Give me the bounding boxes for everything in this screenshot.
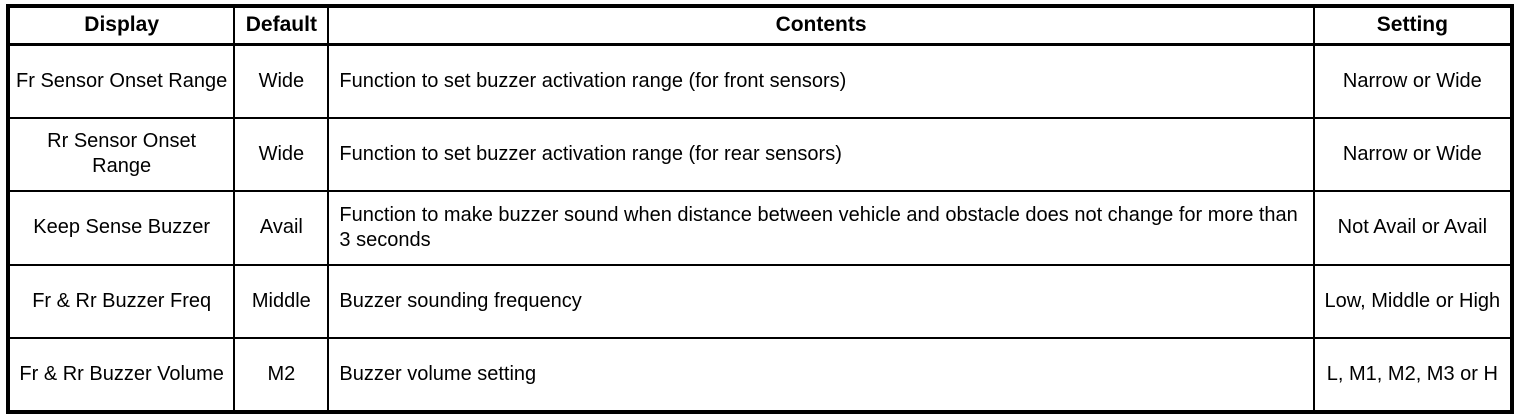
cell-setting: Narrow or Wide bbox=[1312, 43, 1514, 119]
cell-default: Wide bbox=[233, 116, 330, 193]
cell-setting: L, M1, M2, M3 or H bbox=[1312, 337, 1514, 413]
cell-default: Avail bbox=[233, 190, 330, 266]
settings-table: Display Default Contents Setting Fr Sens… bbox=[6, 4, 1514, 414]
cell-display: Fr Sensor Onset Range bbox=[6, 43, 236, 119]
cell-display: Rr Sensor Onset Range bbox=[6, 116, 236, 193]
cell-default: M2 bbox=[233, 337, 330, 413]
cell-setting: Not Avail or Avail bbox=[1312, 190, 1514, 266]
cell-default: Middle bbox=[233, 263, 330, 340]
cell-contents: Buzzer volume setting bbox=[327, 337, 1315, 413]
table-row: Fr & Rr Buzzer Freq Middle Buzzer soundi… bbox=[6, 263, 1514, 340]
table-row: Rr Sensor Onset Range Wide Function to s… bbox=[6, 116, 1514, 193]
cell-display: Keep Sense Buzzer bbox=[6, 190, 236, 266]
cell-display: Fr & Rr Buzzer Volume bbox=[6, 337, 236, 413]
table-row: Fr Sensor Onset Range Wide Function to s… bbox=[6, 43, 1514, 119]
cell-default: Wide bbox=[233, 43, 330, 119]
table-row: Fr & Rr Buzzer Volume M2 Buzzer volume s… bbox=[6, 337, 1514, 413]
cell-display: Fr & Rr Buzzer Freq bbox=[6, 263, 236, 340]
cell-setting: Narrow or Wide bbox=[1312, 116, 1514, 193]
cell-setting: Low, Middle or High bbox=[1312, 263, 1514, 340]
header-cell-default: Default bbox=[233, 5, 330, 46]
cell-contents: Function to set buzzer activation range … bbox=[327, 116, 1315, 193]
settings-table-body: Fr Sensor Onset Range Wide Function to s… bbox=[6, 43, 1514, 413]
cell-contents: Buzzer sounding frequency bbox=[327, 263, 1315, 340]
table-row: Keep Sense Buzzer Avail Function to make… bbox=[6, 190, 1514, 266]
header-cell-contents: Contents bbox=[327, 5, 1315, 46]
header-cell-display: Display bbox=[6, 5, 236, 46]
cell-contents: Function to set buzzer activation range … bbox=[327, 43, 1315, 119]
cell-contents: Function to make buzzer sound when dista… bbox=[327, 190, 1315, 266]
table-header-row: Display Default Contents Setting bbox=[6, 5, 1514, 46]
header-cell-setting: Setting bbox=[1312, 5, 1514, 46]
